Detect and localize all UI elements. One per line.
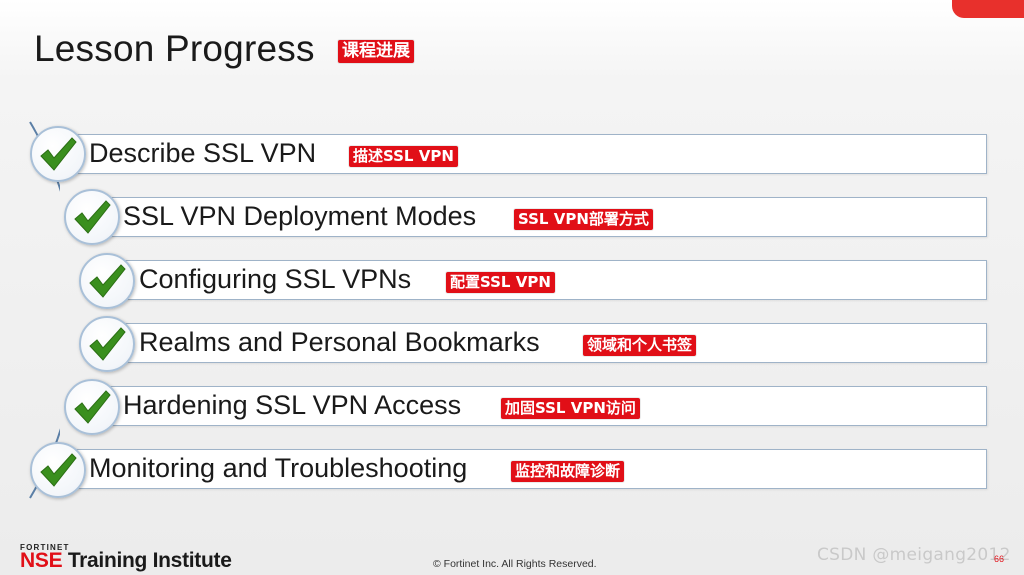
checkmark-circle-icon: [79, 316, 135, 372]
checkmark-circle-icon: [30, 442, 86, 498]
nse-logo-rest: Training Institute: [62, 549, 232, 572]
lesson-step-3[interactable]: Configuring SSL VPNs 配置SSL VPN: [108, 260, 987, 300]
corner-accent-tab: [952, 0, 1024, 18]
page-title: Lesson Progress: [34, 28, 315, 69]
checkmark-icon: [74, 390, 111, 424]
checkmark-circle-icon: [64, 379, 120, 435]
checkmark-icon: [89, 327, 126, 361]
lesson-step-4[interactable]: Realms and Personal Bookmarks 领域和个人书签: [108, 323, 987, 363]
nse-training-logo: NSE Training Institute: [20, 549, 232, 573]
lesson-step-5[interactable]: Hardening SSL VPN Access 加固SSL VPN访问: [92, 386, 987, 426]
page-number: 66: [994, 554, 1005, 564]
step-translation: 配置SSL VPN: [446, 272, 555, 293]
checkmark-circle-icon: [79, 253, 135, 309]
step-translation: 描述SSL VPN: [349, 146, 458, 167]
step-label: Realms and Personal Bookmarks: [139, 327, 540, 357]
step-label: Configuring SSL VPNs: [139, 264, 412, 294]
step-label: Describe SSL VPN: [89, 138, 317, 168]
step-label: Monitoring and Troubleshooting: [89, 453, 468, 483]
checkmark-circle-icon: [30, 126, 86, 182]
copyright-text: © Fortinet Inc. All Rights Reserved.: [433, 558, 597, 570]
csdn-watermark: CSDN @meigang2012: [817, 545, 1011, 565]
step-label: SSL VPN Deployment Modes: [123, 201, 477, 231]
step-translation: 领域和个人书签: [583, 335, 697, 356]
lesson-step-2[interactable]: SSL VPN Deployment Modes SSL VPN部署方式: [92, 197, 987, 237]
step-label: Hardening SSL VPN Access: [123, 390, 462, 420]
page-title-translation: 课程进展: [338, 40, 414, 63]
checkmark-circle-icon: [64, 189, 120, 245]
step-translation: 加固SSL VPN访问: [501, 398, 640, 419]
checkmark-icon: [74, 200, 111, 234]
nse-logo-red: NSE: [20, 549, 63, 572]
checkmark-icon: [40, 453, 77, 487]
checkmark-icon: [89, 264, 126, 298]
lesson-step-6[interactable]: Monitoring and Troubleshooting 监控和故障诊断: [58, 449, 987, 489]
fortinet-logo-text: FORTINET: [20, 543, 70, 552]
step-translation: SSL VPN部署方式: [514, 209, 653, 230]
step-translation: 监控和故障诊断: [511, 461, 625, 482]
lesson-step-1[interactable]: Describe SSL VPN 描述SSL VPN: [58, 134, 987, 174]
checkmark-icon: [40, 137, 77, 171]
